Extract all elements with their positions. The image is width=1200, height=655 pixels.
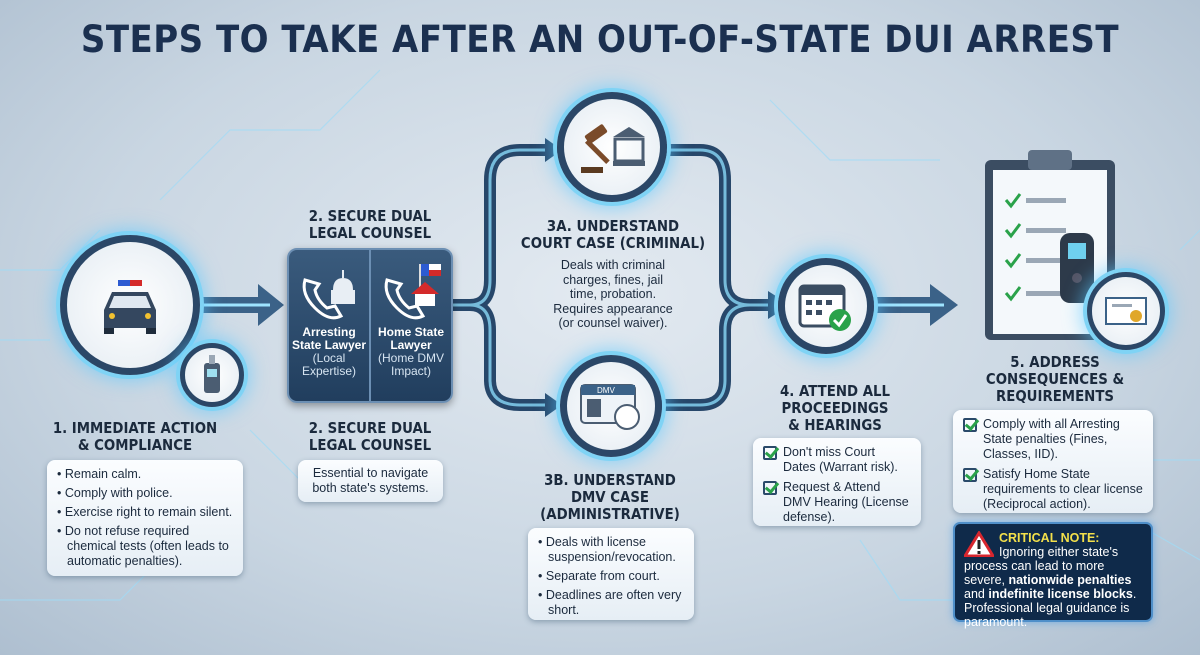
phone-home-flag-icon [384,264,441,320]
page-title: STEPS TO TAKE AFTER AN OUT-OF-STATE DUI … [80,18,1120,61]
breathalyzer-circle [180,343,244,407]
step1-label: 1. IMMEDIATE ACTION& COMPLIANCE [52,419,218,454]
phone-capitol-icon [302,270,355,320]
checklist-item: Satisfy Home State requirements to clear… [963,467,1143,512]
certificate-circle [1087,272,1165,350]
step2-box: Essential to navigate both state's syste… [298,460,443,502]
certificate-icon [1105,297,1147,325]
checkbox-checked-icon [763,481,777,495]
step4-box: Don't miss Court Dates (Warrant risk). Re… [753,438,921,526]
step1-circle [60,235,200,375]
list-item: Remain calm. [57,467,233,482]
critical-note: CRITICAL NOTE: Ignoring either state's p… [953,522,1153,629]
arrow-step1-to-2 [200,284,284,326]
breathalyzer-icon [204,355,220,393]
step3a-circle [557,92,667,202]
list-item: Comply with police. [57,486,233,501]
step1-box: Remain calm. Comply with police. Exercise … [47,460,243,576]
home-state-lawyer: Home State Lawyer(Home DMV Impact) [371,250,451,401]
list-item: Separate from court. [538,569,684,584]
checkbox-checked-icon [963,418,977,432]
checklist-item: Request & Attend DMV Hearing (License de… [763,480,911,525]
checkbox-checked-icon [963,468,977,482]
gavel-courthouse-icon [581,124,645,173]
calendar-check-icon [798,284,851,331]
step3b-circle: DMV [560,355,662,457]
arrow-step4-to-5 [872,284,958,326]
checkbox-checked-icon [763,446,777,460]
svg-text:DMV: DMV [597,386,615,395]
police-car-icon [104,280,156,334]
list-item: Deals with license suspension/revocation… [538,535,684,565]
step3a-text: Deals with criminal charges, fines, jail… [553,258,673,330]
clipboard-checklist-icon [985,150,1115,340]
checklist-item: Comply with all Arresting State penaltie… [963,417,1143,462]
dmv-license-icon: DMV [580,384,640,430]
checklist-item: Don't miss Court Dates (Warrant risk). [763,445,911,475]
ignition-interlock-icon [1060,233,1094,303]
dual-counsel-panel: Arresting State Lawyer(Local Expertise) … [287,248,453,403]
list-item: Deadlines are often very short. [538,588,684,618]
step5-box: Comply with all Arresting State penaltie… [953,410,1153,513]
list-item: Exercise right to remain silent. [57,505,233,520]
list-item: Do not refuse required chemical tests (o… [57,524,233,569]
step3b-box: Deals with license suspension/revocation… [528,528,694,620]
warning-icon [964,531,994,557]
step4-circle [778,258,874,354]
arresting-state-lawyer: Arresting State Lawyer(Local Expertise) [289,250,371,401]
